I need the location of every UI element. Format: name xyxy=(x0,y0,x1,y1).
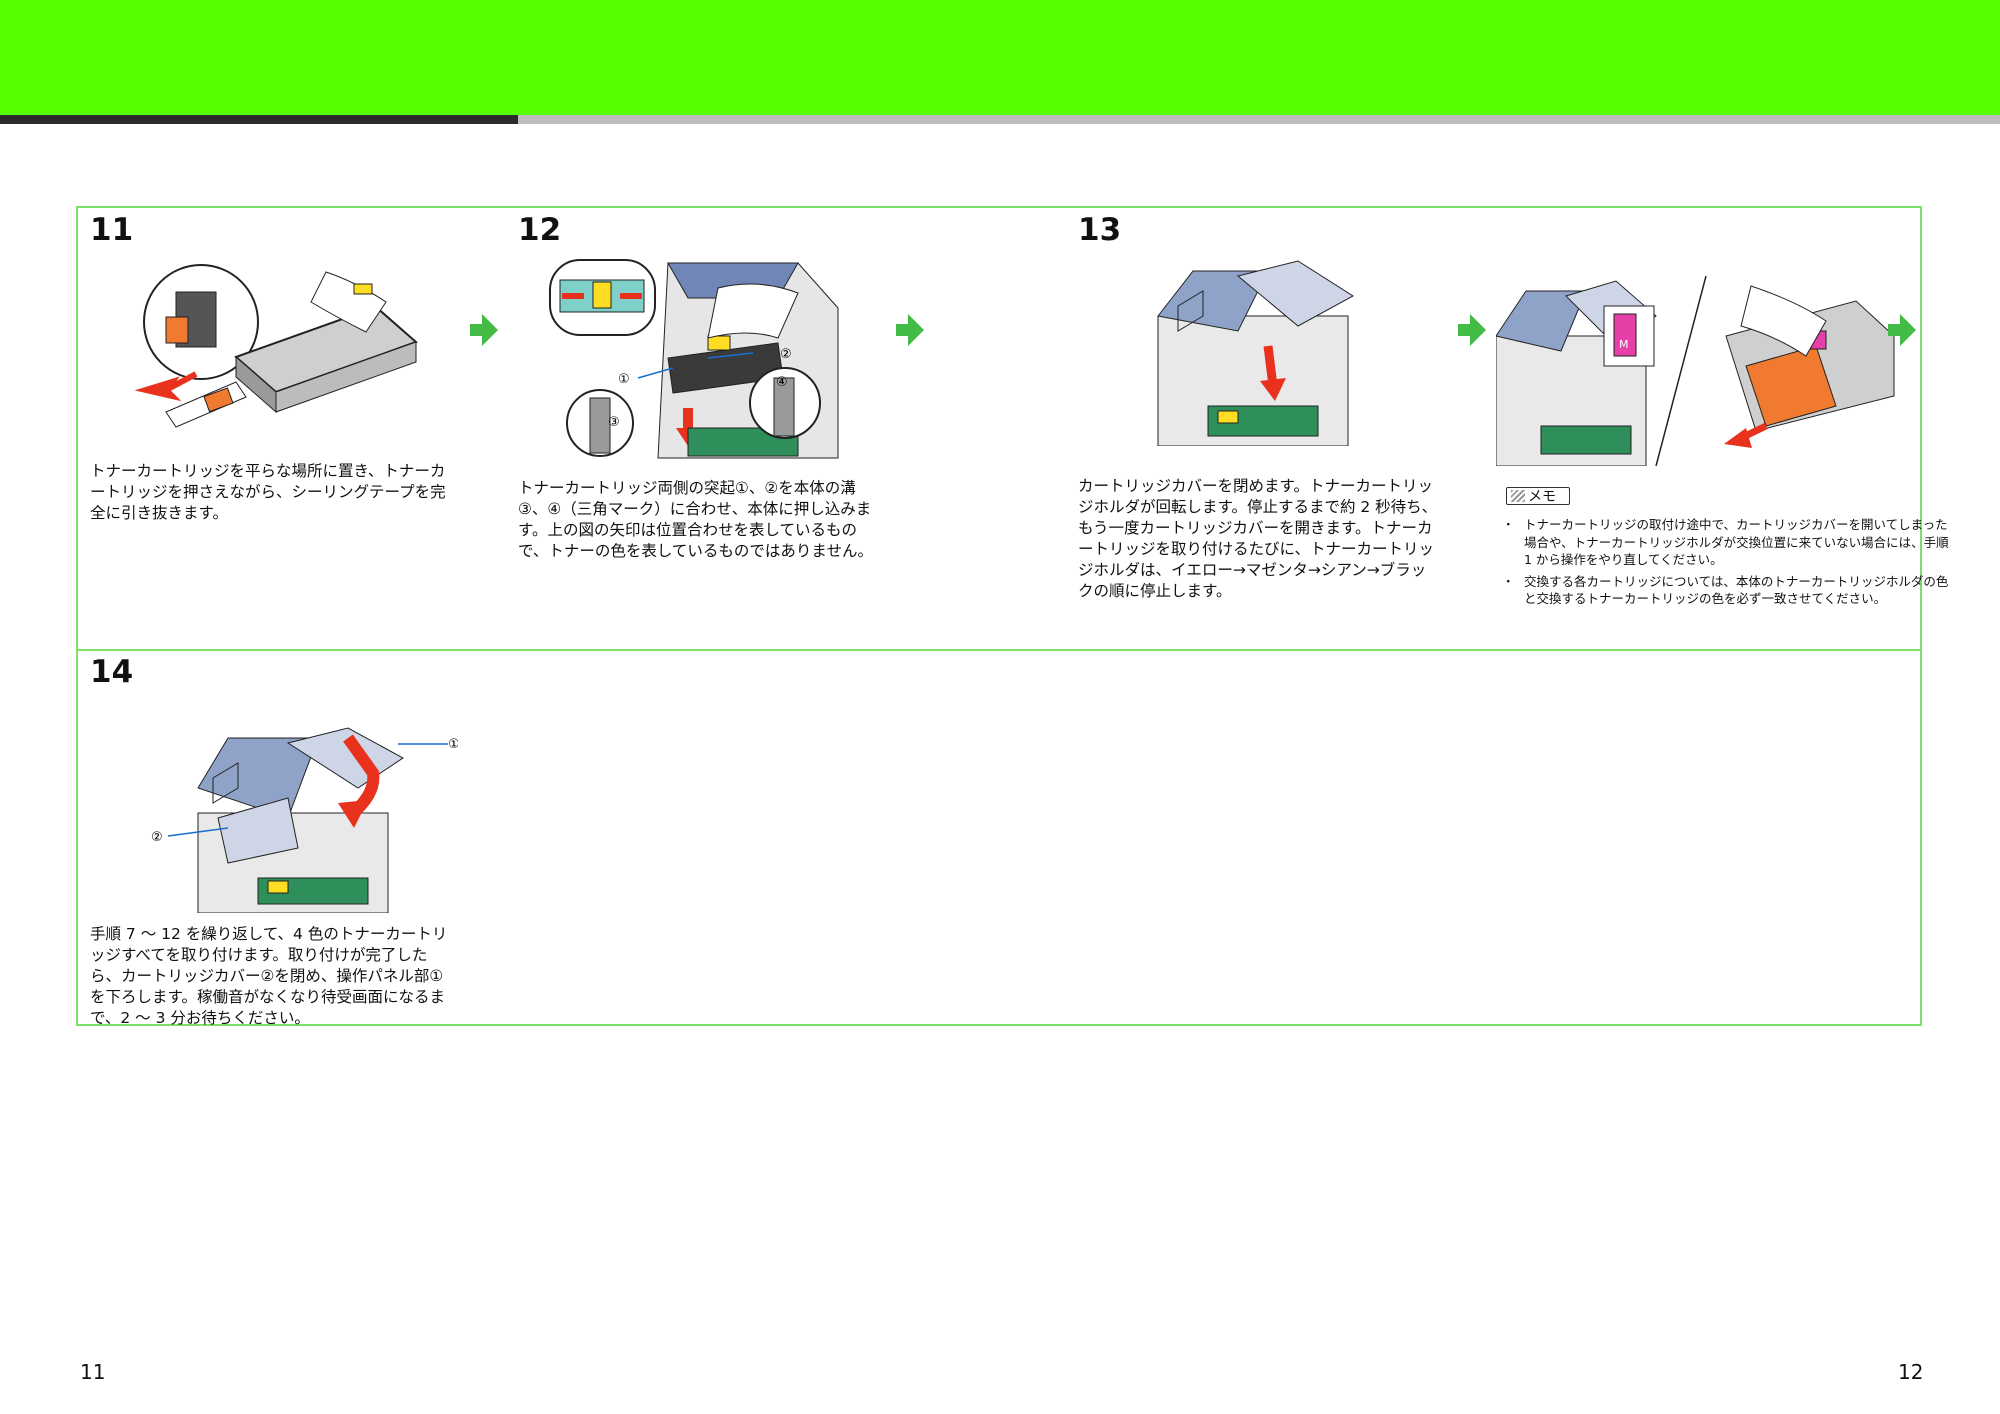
page-number-left: 11 xyxy=(80,1360,106,1384)
memo-pen-icon xyxy=(1511,490,1525,502)
step-12-number: 12 xyxy=(518,212,562,248)
step-13-number: 13 xyxy=(1078,212,1122,248)
step-12-illustration: ② ① ③ ④ xyxy=(549,259,839,459)
step-arrow-icon xyxy=(470,314,498,346)
step-11-text: トナーカートリッジを平らな場所に置き、トナーカートリッジを押さえながら、シーリン… xyxy=(90,462,446,522)
header-rule-light xyxy=(518,115,2000,124)
step-11-number: 11 xyxy=(90,212,134,248)
callout-1: ① xyxy=(618,372,630,387)
step-12-text: トナーカートリッジ両側の突起①、②を本体の溝③、④（三角マーク）に合わせ、本体に… xyxy=(518,479,873,560)
step-14-number: 14 xyxy=(90,654,134,690)
step-13-illustration-2: M xyxy=(1496,276,1895,466)
callout-1: ① xyxy=(448,737,458,752)
callout-4: ④ xyxy=(776,375,788,390)
step-11-illustration xyxy=(134,264,418,428)
row-divider xyxy=(78,649,1920,651)
header-rule-dark xyxy=(0,115,518,124)
step-arrow-icon xyxy=(1458,314,1486,346)
step-arrow-icon xyxy=(1888,314,1916,346)
memo-item: 交換する各カートリッジについては、本体のトナーカートリッジホルダの色と交換するト… xyxy=(1502,573,1950,608)
cartridge-m-label: M xyxy=(1619,338,1629,351)
callout-2: ② xyxy=(151,830,163,845)
step-13-text: カートリッジカバーを閉めます。トナーカートリッジホルダが回転します。停止するまで… xyxy=(1078,477,1438,600)
callout-2: ② xyxy=(780,347,792,362)
step-arrow-icon xyxy=(896,314,924,346)
memo-label: メモ xyxy=(1528,489,1556,505)
memo-item: トナーカートリッジの取付け途中で、カートリッジカバーを開いてしまった場合や、トナ… xyxy=(1502,516,1950,569)
page-number-right: 12 xyxy=(1898,1360,1924,1384)
step-14-illustration: ① ② xyxy=(151,727,458,913)
callout-3: ③ xyxy=(608,415,620,430)
memo-badge: メモ xyxy=(1506,487,1570,505)
steps-frame: 11 トナーカートリッジを平らな場所に置き、トナーカートリッジを押さえながら、シ… xyxy=(76,206,1949,1027)
step-13-illustration-1 xyxy=(1157,260,1354,446)
memo-list: トナーカートリッジの取付け途中で、カートリッジカバーを開いてしまった場合や、トナ… xyxy=(1502,516,1950,612)
step-14-text: 手順 7 〜 12 を繰り返して、4 色のトナーカートリッジすべてを取り付けます… xyxy=(90,925,448,1027)
header-band xyxy=(0,0,2000,115)
